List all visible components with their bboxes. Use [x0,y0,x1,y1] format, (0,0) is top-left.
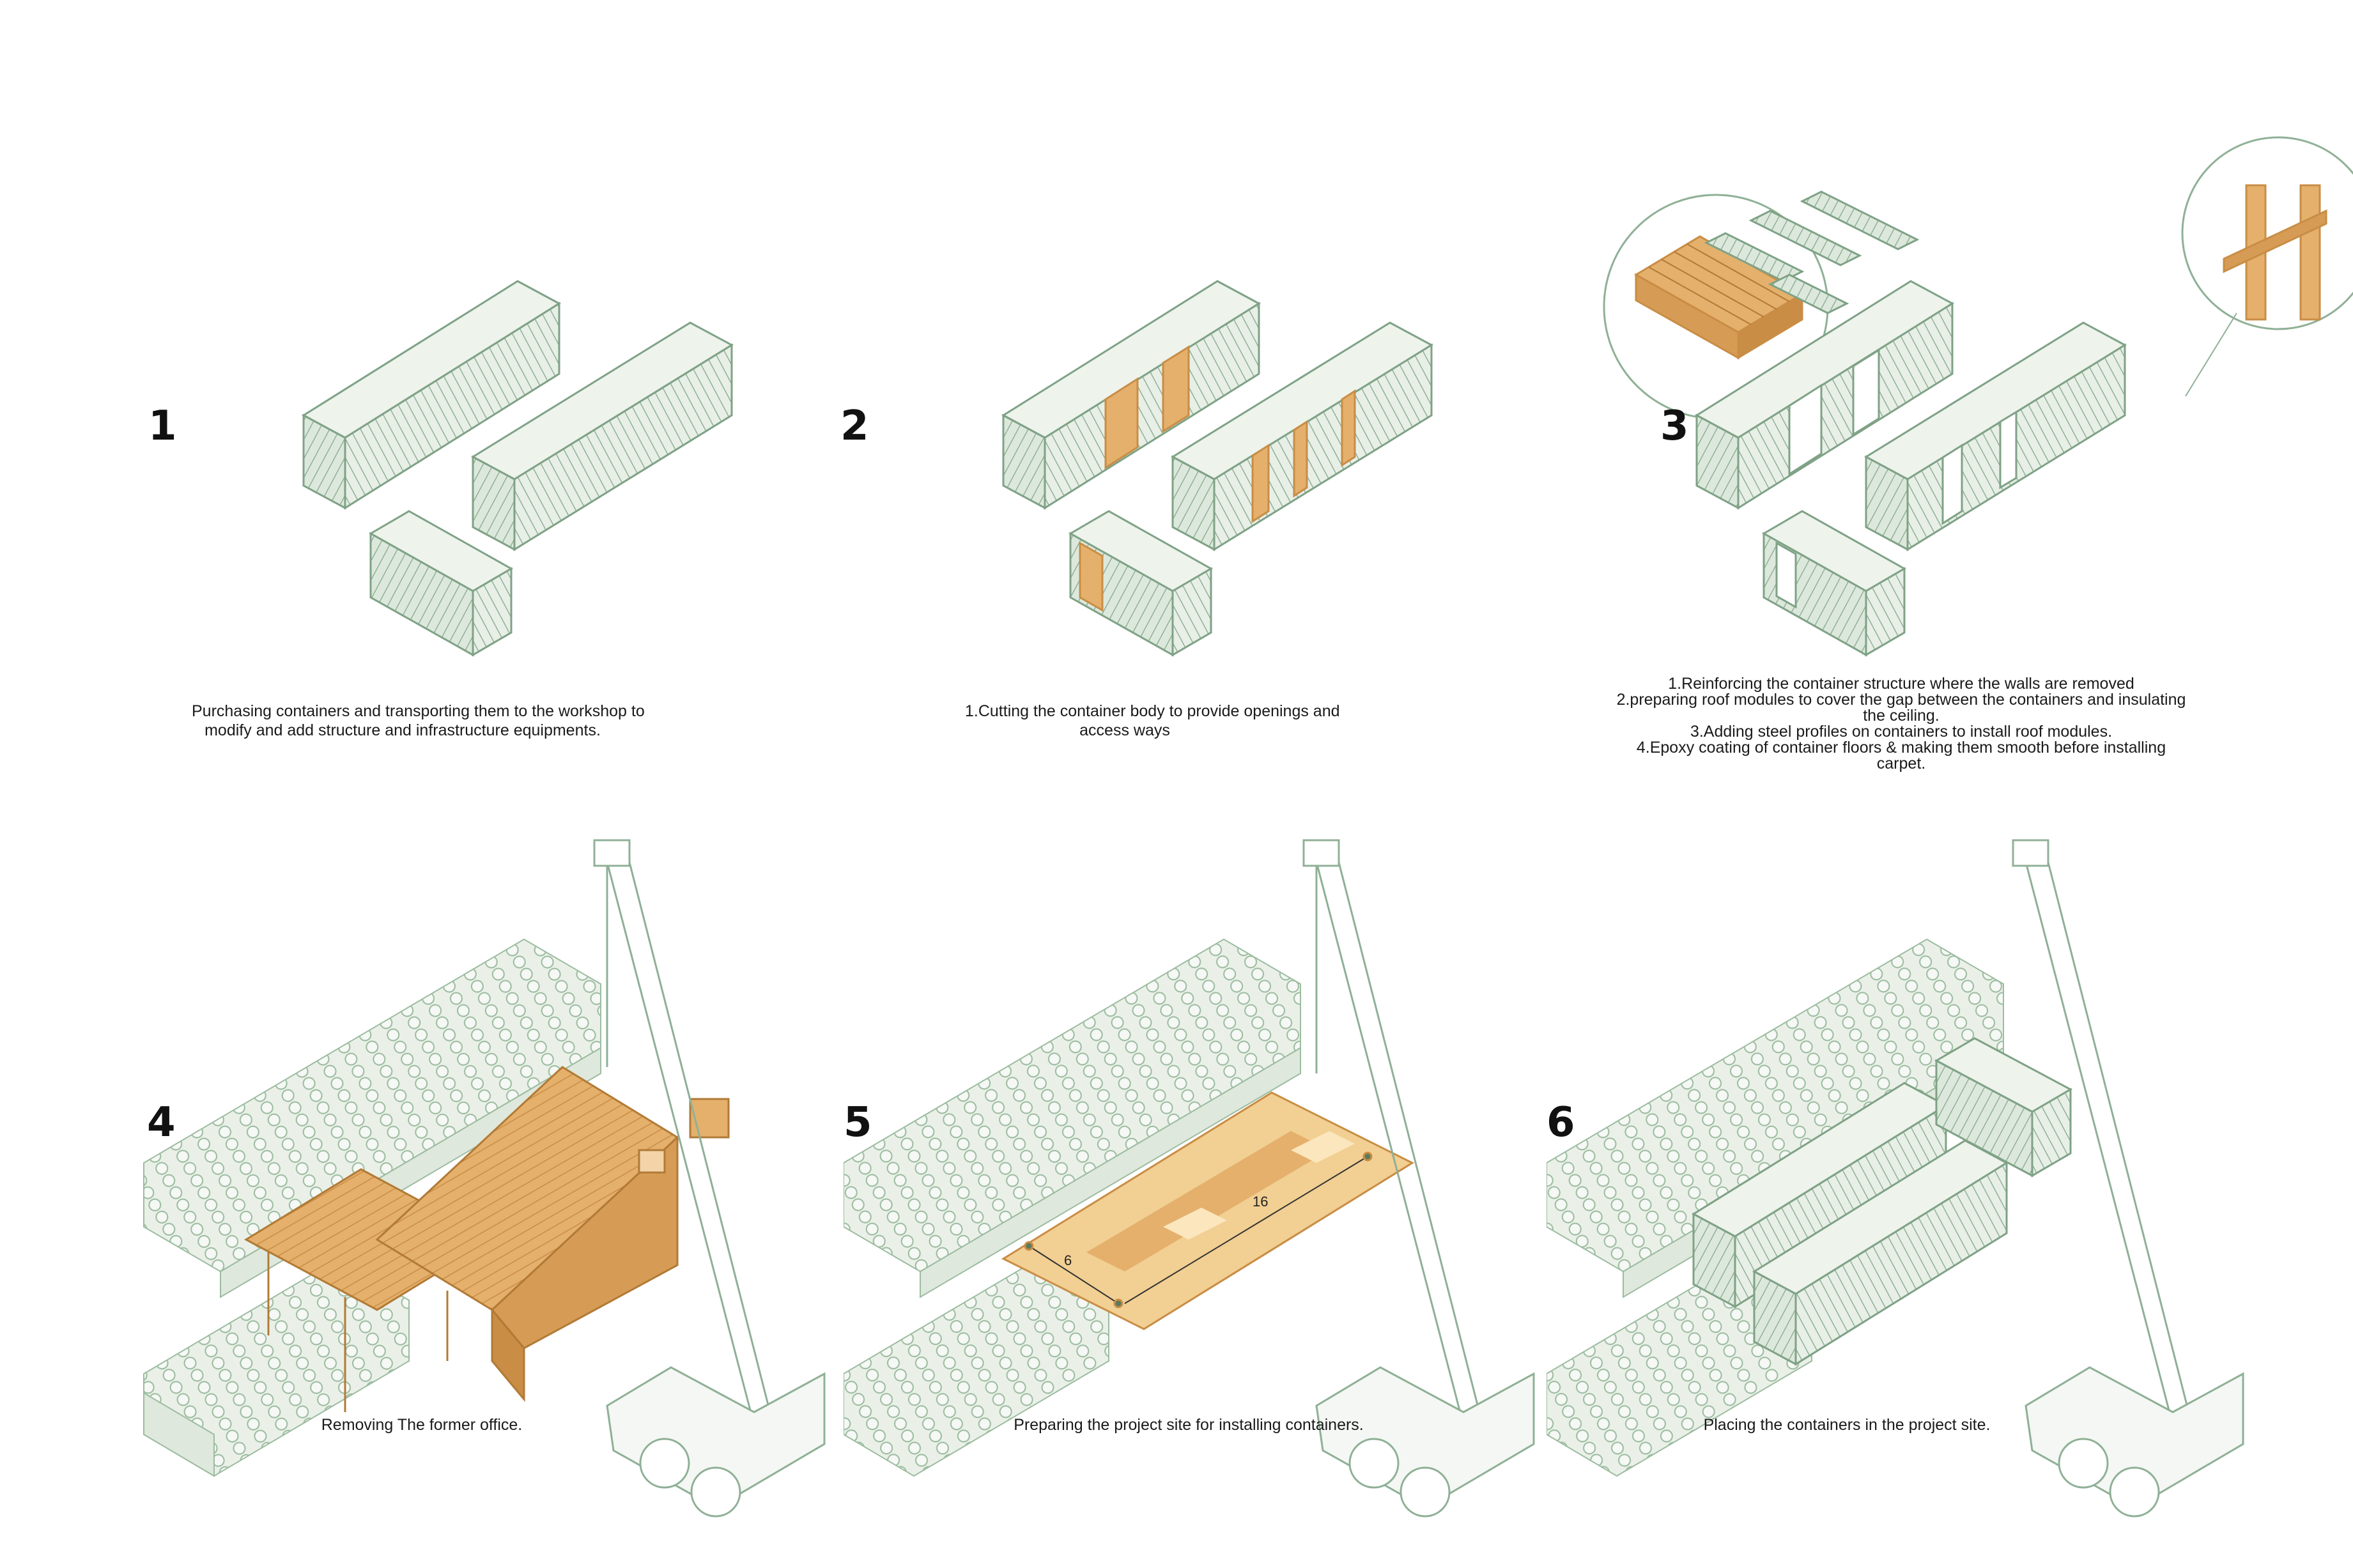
project-site-slab [1001,1091,1415,1330]
container-40ft-b [471,321,734,551]
step-number: 1 [148,403,177,450]
container-20ft-reinforced [1761,510,1907,657]
step-1-illustration [302,280,734,657]
placed-container-40ft-b [1752,1139,2009,1366]
step-caption: 1.Reinforcing the container structure wh… [1616,675,2186,772]
step-4-illustration [143,839,826,1518]
mobile-crane [2012,839,2244,1518]
step-caption: 1.Cutting the container body to provide … [965,702,1340,739]
step-number: 5 [844,1099,872,1146]
step-3-illustration [1603,136,2353,657]
step-4-panel: 4 Removing The former office. [0,767,844,1568]
roof-module-detail-circle [1603,194,1908,420]
container-40ft-b-cut [1171,321,1433,551]
step-caption: Preparing the project site for installin… [1014,1416,1364,1434]
step-number: 3 [1660,403,1689,450]
step-caption: Placing the containers in the project si… [1703,1416,1991,1434]
step-number: 6 [1547,1099,1575,1146]
mobile-crane [593,839,826,1518]
step-6-illustration [1547,839,2244,1518]
pipe-stacks [143,938,601,1477]
step-number: 2 [840,403,869,450]
step-caption: Purchasing containers and transporting t… [192,702,645,739]
step-5-panel: 16 6 5 Preparing the project site for in… [844,767,1547,1568]
step-caption: Removing The former office. [321,1416,523,1434]
step-3-panel: 3 1.Reinforcing the container structure … [1559,0,2353,772]
container-40ft-a-reinforced [1695,280,1954,510]
placed-container-20ft [1934,1037,2073,1178]
step-2-illustration [1001,280,1433,657]
dimension-length: 16 [1253,1194,1268,1210]
pipe-stacks [844,938,1301,1477]
dimension-width: 6 [1064,1252,1072,1268]
container-40ft-a-cut [1001,280,1261,510]
steel-profiles [1704,190,1920,314]
mobile-crane [1302,839,1535,1518]
container-20ft [368,510,514,657]
step-5-illustration: 16 6 [844,839,1535,1518]
step-1-panel: 1 Purchasing containers and transporting… [0,0,780,767]
former-office-building [243,1066,730,1412]
container-40ft-b-reinforced [1864,321,2127,551]
step-2-panel: 2 1.Cutting the container body to provid… [780,0,1559,767]
container-20ft-cut [1068,510,1214,657]
step-number: 4 [147,1099,176,1146]
structure-detail-circle [2181,136,2353,397]
step-6-panel: 6 Placing the containers in the project … [1547,767,2353,1568]
container-40ft-a [302,280,561,510]
